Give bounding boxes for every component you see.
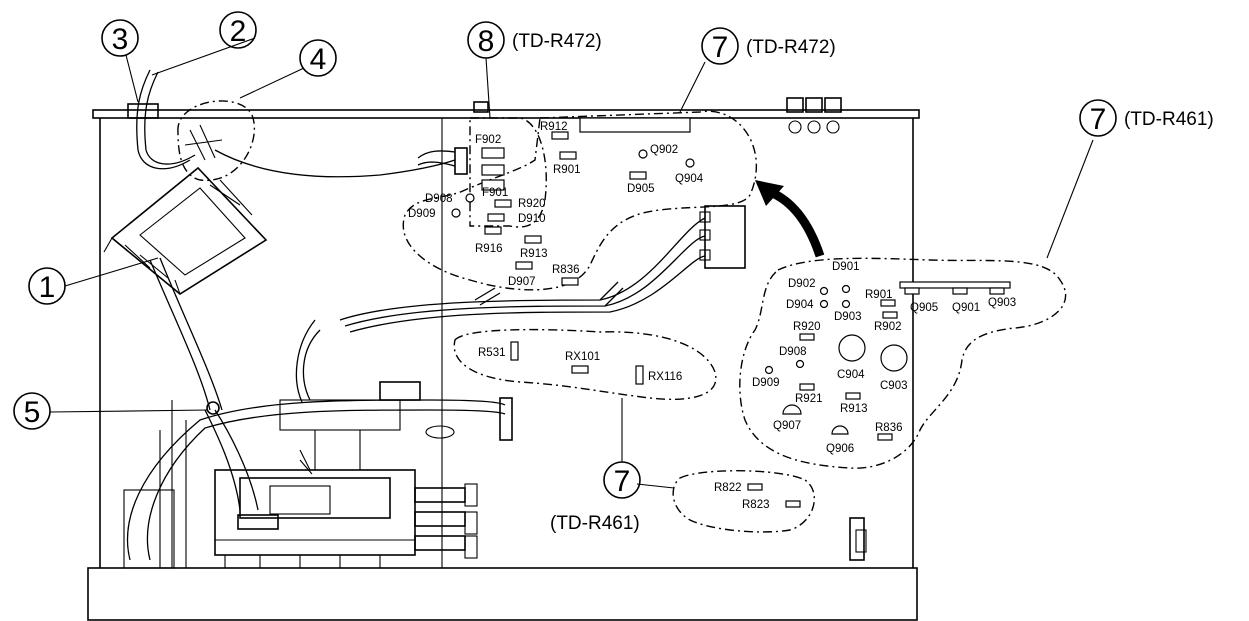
label-r913-right: R913 xyxy=(840,403,868,415)
callout-8: 8 (TD-R472) xyxy=(467,21,602,59)
label-c904: C904 xyxy=(837,369,865,381)
board-r461-middle-parts xyxy=(510,341,644,385)
label-d910: D910 xyxy=(518,213,546,225)
label-d909: D909 xyxy=(408,208,436,220)
label-q907: Q907 xyxy=(773,420,801,432)
label-q903: Q903 xyxy=(988,297,1016,309)
chassis xyxy=(87,97,920,621)
outline-board-r461-right xyxy=(739,257,1067,469)
front-mechanism xyxy=(123,399,478,569)
outline-board-r472 xyxy=(402,110,757,291)
label-q906: Q906 xyxy=(826,443,854,455)
label-q904: Q904 xyxy=(675,173,704,185)
callout-7-top-model: (TD-R472) xyxy=(746,37,836,58)
label-d904: D904 xyxy=(786,299,814,311)
board-r472-labels: F902 F901 R912 R901 Q902 Q904 D905 D908 … xyxy=(408,121,704,288)
board-r461-right-parts xyxy=(764,281,1011,441)
label-q901: Q901 xyxy=(952,302,980,314)
label-r913: R913 xyxy=(520,248,548,260)
callout-7-bottom-model: (TD-R461) xyxy=(550,513,640,534)
board-r461-small-labels: R822 R823 xyxy=(714,482,770,511)
callout-7-bottom: 7 (TD-R461) xyxy=(550,461,641,534)
label-r902: R902 xyxy=(874,321,902,333)
callout-7-right-model: (TD-R461) xyxy=(1124,109,1214,130)
label-r531: R531 xyxy=(478,347,506,359)
label-r823: R823 xyxy=(742,499,770,511)
label-f901: F901 xyxy=(482,187,508,199)
board-r461-small-parts xyxy=(747,483,801,508)
label-r916: R916 xyxy=(475,243,503,255)
label-rx101: RX101 xyxy=(565,351,600,363)
label-d908: D908 xyxy=(425,193,453,205)
callout-3: 3 xyxy=(101,19,139,57)
label-r836-right: R836 xyxy=(875,422,903,434)
svg-text:4: 4 xyxy=(310,43,327,76)
svg-text:7: 7 xyxy=(614,465,631,498)
label-q905: Q905 xyxy=(910,302,938,314)
callout-7-right: 7 (TD-R461) xyxy=(1079,99,1214,137)
label-r822: R822 xyxy=(714,482,742,494)
outline-board-r461-small xyxy=(672,470,815,533)
label-r901-right: R901 xyxy=(865,289,893,301)
label-r921: R921 xyxy=(795,393,823,405)
svg-text:2: 2 xyxy=(230,15,247,48)
svg-text:5: 5 xyxy=(24,396,41,429)
label-d909-right: D909 xyxy=(752,377,780,389)
label-r920-right: R920 xyxy=(793,321,821,333)
callout-1: 1 xyxy=(28,267,66,305)
callout-4: 4 xyxy=(299,39,337,77)
callout-5: 5 xyxy=(13,392,51,430)
callout-2: 2 xyxy=(219,11,257,49)
label-d902: D902 xyxy=(788,278,816,290)
label-d907: D907 xyxy=(508,276,536,288)
power-cord xyxy=(127,69,456,178)
svg-text:8: 8 xyxy=(478,25,495,58)
label-r920: R920 xyxy=(518,198,546,210)
outline-callout-4 xyxy=(177,100,256,181)
outline-board-r461-middle xyxy=(453,328,717,401)
callout-7-top: 7 (TD-R472) xyxy=(701,27,836,65)
label-r901: R901 xyxy=(553,164,581,176)
svg-text:1: 1 xyxy=(39,271,56,304)
callout-8-model: (TD-R472) xyxy=(512,31,602,52)
label-d905: D905 xyxy=(627,183,655,195)
board-r461-right-labels: D902 D901 D904 D903 R901 R902 Q905 Q901 … xyxy=(752,261,1016,455)
board-r461-middle-labels: R531 RX101 RX116 xyxy=(478,347,682,383)
transformer xyxy=(103,166,268,295)
label-c903: C903 xyxy=(880,380,908,392)
label-r836: R836 xyxy=(552,264,580,276)
board-r472-parts xyxy=(451,117,695,286)
label-r912: R912 xyxy=(540,121,568,133)
outline-callout-8 xyxy=(469,117,547,228)
label-rx116: RX116 xyxy=(648,371,682,383)
label-f902: F902 xyxy=(475,134,501,146)
svg-text:3: 3 xyxy=(112,23,129,56)
wire-harness xyxy=(126,147,746,561)
label-q902: Q902 xyxy=(650,144,678,156)
label-d901: D901 xyxy=(832,261,860,273)
svg-text:7: 7 xyxy=(712,31,729,64)
direction-arrow xyxy=(755,180,825,258)
svg-text:7: 7 xyxy=(1090,103,1107,136)
label-d908-right: D908 xyxy=(779,346,807,358)
leader-lines xyxy=(49,37,1094,489)
label-d903: D903 xyxy=(834,311,862,323)
